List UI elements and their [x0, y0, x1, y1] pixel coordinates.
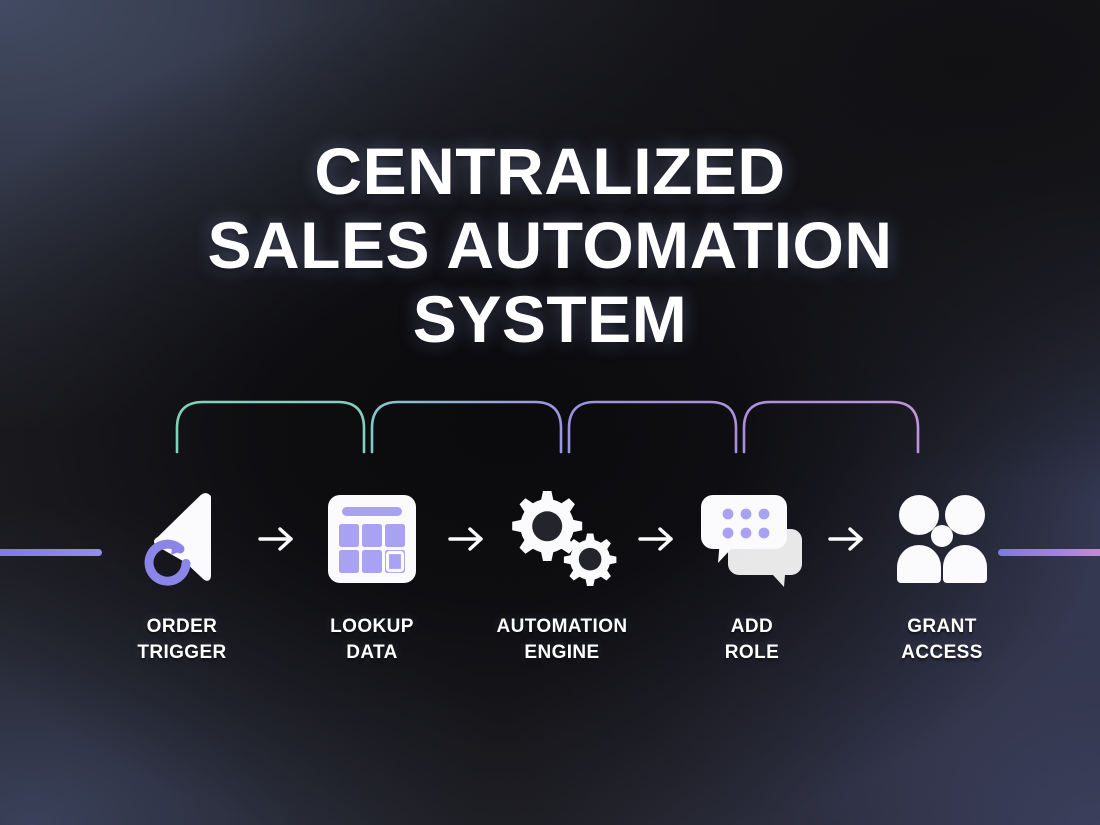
step-label: GRANT ACCESS: [901, 616, 983, 663]
step-order-trigger[interactable]: ORDER TRIGGER: [118, 487, 246, 666]
step-add-role[interactable]: ADD ROLE: [688, 487, 816, 666]
step-label: AUTOMATION ENGINE: [496, 616, 628, 663]
connector-arrow-3: [634, 487, 680, 591]
arc-svg: [175, 400, 920, 454]
step-icon-container: [324, 487, 420, 591]
step-icon-container: [139, 487, 225, 591]
rail-right-connector: [998, 549, 1100, 556]
gears-icon: [512, 491, 617, 586]
arrow-right-icon: [258, 527, 293, 551]
process-step-list: ORDER TRIGGER: [118, 487, 1006, 687]
connector-arrow-2: [444, 487, 490, 591]
step-icon-container: [500, 487, 624, 591]
cursor-refresh-icon: [144, 493, 211, 586]
step-icon-container: [696, 487, 808, 591]
arc-connector-group: [0, 386, 1100, 458]
connector-arrow-1: [254, 487, 300, 591]
chat-bubbles-icon: [701, 495, 802, 587]
arrow-right-icon: [448, 527, 483, 551]
arc-segment-1: [175, 400, 366, 454]
arc-segment-4: [742, 400, 920, 454]
step-grant-access[interactable]: GRANT ACCESS: [878, 487, 1006, 666]
page-title: CENTRALIZED SALES AUTOMATION SYSTEM: [207, 134, 893, 356]
arc-segment-2b: [370, 400, 563, 454]
arrow-right-icon: [828, 527, 863, 551]
step-automation-engine[interactable]: AUTOMATION ENGINE: [496, 487, 628, 666]
step-label: LOOKUP DATA: [330, 616, 414, 663]
step-label: ORDER TRIGGER: [137, 616, 227, 663]
step-lookup-data[interactable]: LOOKUP DATA: [308, 487, 436, 666]
table-grid-icon: [328, 495, 416, 583]
arrow-right-icon: [638, 527, 673, 551]
rail-left-connector: [0, 549, 102, 556]
arc-segment-3: [567, 400, 738, 454]
step-icon-container: [892, 487, 992, 591]
user-group-icon: [897, 495, 987, 583]
connector-arrow-4: [824, 487, 870, 591]
step-label: ADD ROLE: [724, 616, 780, 663]
